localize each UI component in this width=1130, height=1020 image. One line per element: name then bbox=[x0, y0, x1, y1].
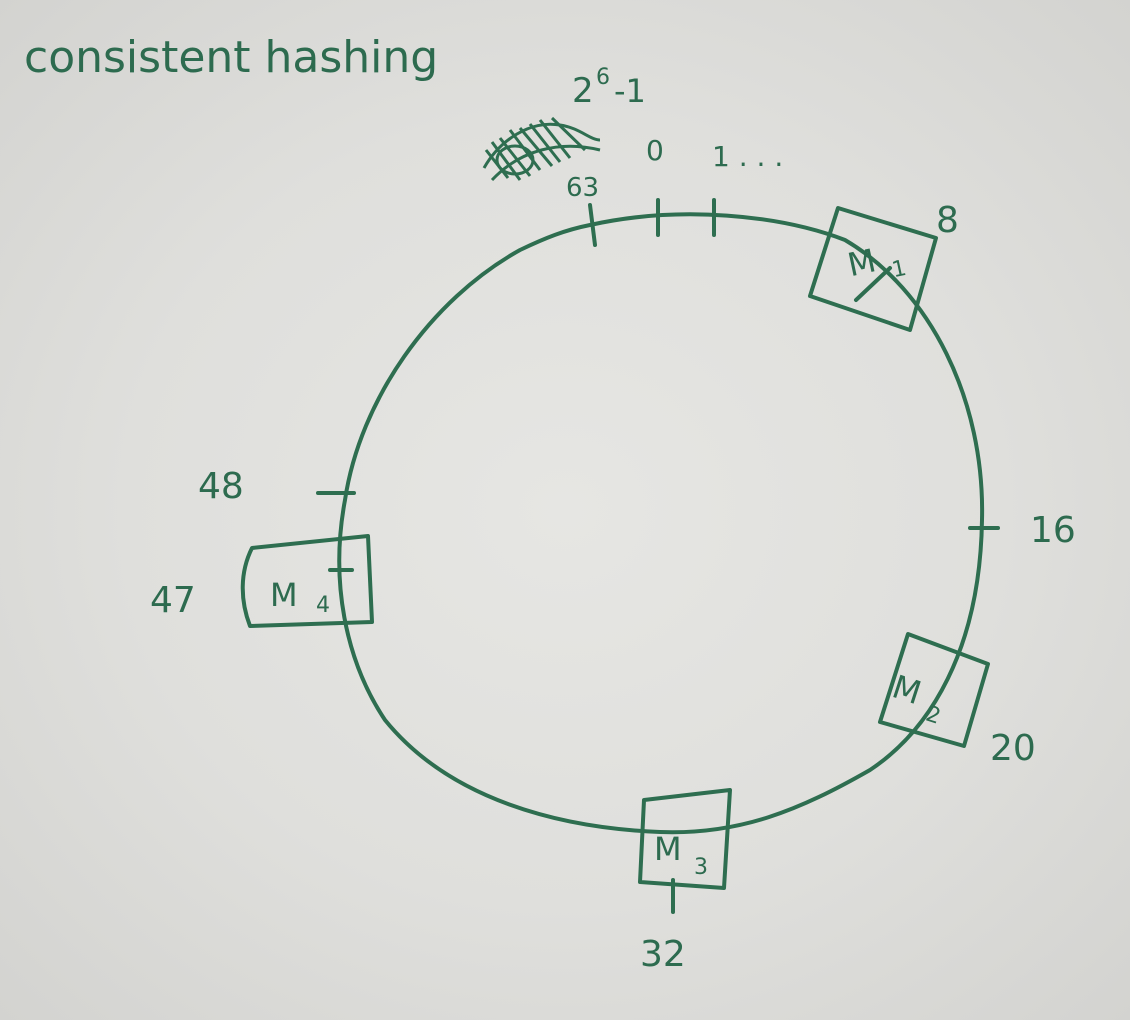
machine-m3-subscript: 3 bbox=[694, 855, 708, 880]
machine-m4-node: M 4 bbox=[240, 534, 374, 628]
position-8: 8 bbox=[936, 200, 959, 241]
machine-m3-label: M bbox=[654, 830, 682, 868]
label-max-base: 2 bbox=[572, 71, 594, 111]
position-47: 47 bbox=[150, 580, 196, 621]
machine-m4-label: M bbox=[270, 576, 298, 614]
label-one-ellipsis: 1 . . . bbox=[712, 140, 783, 173]
machine-m3-node: M 3 bbox=[638, 788, 732, 890]
diagram-title: consistent hashing bbox=[24, 32, 438, 83]
position-16: 16 bbox=[1030, 510, 1076, 551]
label-max-suffix: -1 bbox=[614, 72, 646, 110]
machine-m4-subscript: 4 bbox=[316, 593, 330, 618]
machine-m1-label: M bbox=[844, 241, 879, 284]
position-32: 32 bbox=[640, 934, 686, 975]
machine-m1-node: M 1 bbox=[808, 206, 938, 332]
position-48: 48 bbox=[198, 466, 244, 507]
machine-m2-subscript: 2 bbox=[923, 702, 944, 730]
position-20: 20 bbox=[990, 728, 1036, 769]
scribbled-out-label bbox=[482, 116, 601, 182]
machine-m1-subscript: 1 bbox=[890, 256, 909, 283]
hash-ring bbox=[337, 212, 985, 835]
tick-63 bbox=[588, 203, 597, 247]
label-zero: 0 bbox=[646, 134, 664, 167]
label-sixty-three: 63 bbox=[566, 173, 599, 203]
machine-m2-node: M 2 bbox=[878, 632, 990, 748]
label-max-exponent: 6 bbox=[596, 65, 610, 90]
